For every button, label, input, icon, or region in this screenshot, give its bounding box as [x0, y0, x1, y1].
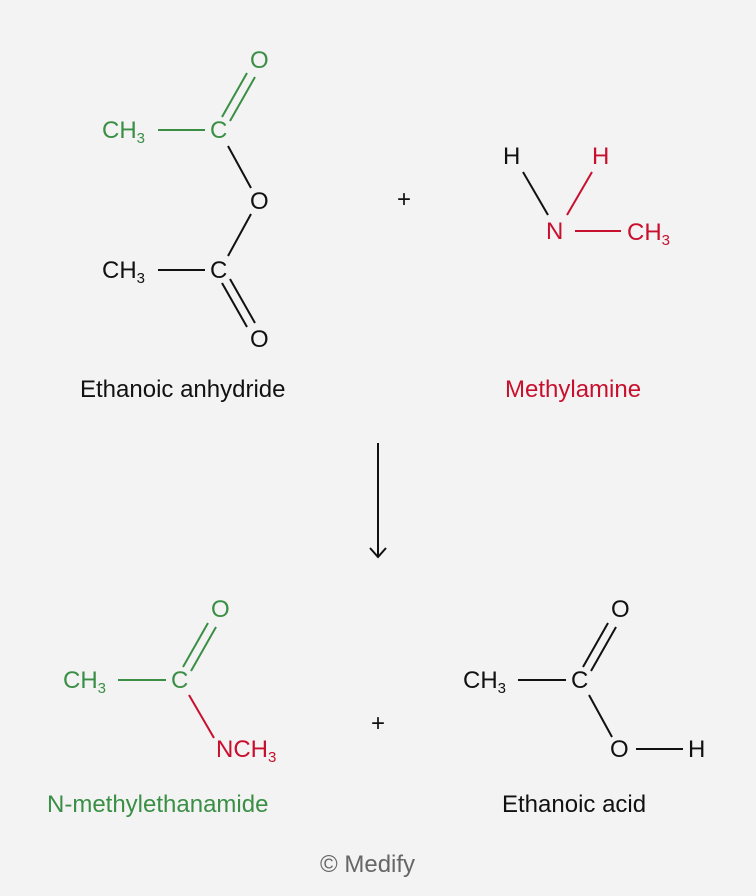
bond-c-o-double-top-a	[221, 72, 248, 118]
bond-c-o-double-amide-a	[182, 622, 209, 668]
atom-o-top: O	[250, 47, 269, 74]
atom-ch3-acid: CH3	[463, 667, 506, 697]
atom-c-acid: C	[571, 667, 588, 694]
atom-oh-h: H	[688, 736, 705, 763]
reaction-arrow	[369, 443, 387, 559]
footer-copyright: © Medify	[320, 851, 415, 878]
atom-o-amide: O	[211, 596, 230, 623]
bond-h-n-left	[522, 171, 549, 216]
atom-ch3-bottom: CH3	[102, 257, 145, 287]
bond-c-o-bridge-top	[227, 145, 252, 189]
ethanoic-anhydride-structure: O CH3 C O CH3 C O	[102, 47, 269, 353]
atom-ch3-top: CH3	[102, 117, 145, 147]
atom-c-bottom: C	[210, 257, 227, 284]
label-n-methylethanamide: N-methylethanamide	[47, 791, 268, 818]
plus-sign-reactants: +	[397, 186, 411, 213]
plus-sign-products: +	[371, 710, 385, 737]
bond-c-o-double-acid-b	[590, 626, 617, 672]
atom-nch3-amide: NCH3	[216, 736, 276, 766]
atom-h-right: H	[592, 143, 609, 170]
bond-o-c-bridge-bottom	[227, 213, 252, 257]
bond-c-o-double-bottom-a	[221, 282, 248, 328]
arrow-head	[369, 547, 387, 559]
atom-ch3-amide: CH3	[63, 667, 106, 697]
label-ethanoic-anhydride: Ethanoic anhydride	[80, 376, 285, 403]
atom-h-left: H	[503, 143, 520, 170]
atom-ch3-amine: CH3	[627, 219, 670, 249]
atom-o-bridge: O	[250, 188, 269, 215]
bond-c-o-double-acid-a	[582, 622, 609, 668]
bond-c-oh-acid	[588, 694, 613, 738]
label-methylamine: Methylamine	[505, 376, 641, 403]
n-methylethanamide-structure: O CH3 C NCH3	[63, 596, 276, 766]
atom-oh-o: O	[610, 736, 629, 763]
bond-c-n-amide	[188, 694, 215, 739]
atom-n: N	[546, 218, 563, 245]
bond-h-n-right	[566, 171, 593, 216]
bond-c-o-double-bottom-b	[229, 278, 256, 324]
atom-o-bottom: O	[250, 326, 269, 353]
methylamine-structure: H H N CH3	[503, 143, 670, 249]
ethanoic-acid-structure: O CH3 C O H	[463, 596, 705, 763]
bond-c-o-double-top-b	[229, 76, 256, 122]
label-ethanoic-acid: Ethanoic acid	[502, 791, 646, 818]
bond-c-o-double-amide-b	[190, 626, 217, 672]
atom-c-top: C	[210, 117, 227, 144]
atom-c-amide: C	[171, 667, 188, 694]
atom-o-acid: O	[611, 596, 630, 623]
